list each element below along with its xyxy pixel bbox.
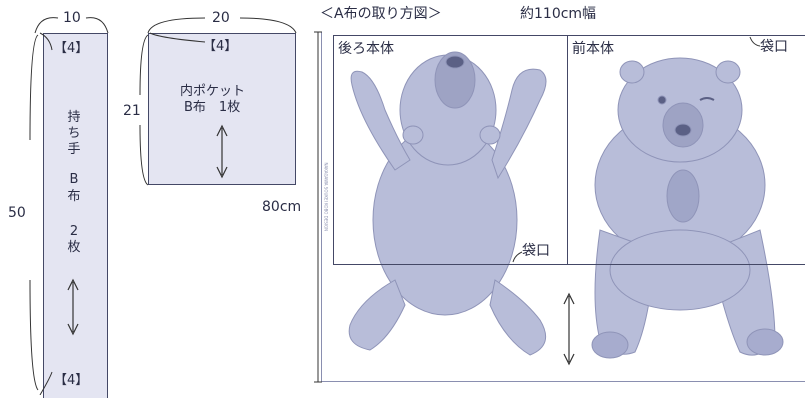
- strap-grainline-arrow: [67, 278, 79, 336]
- pocket-title: 内ポケット: [180, 84, 246, 99]
- pocket-seam-top: 【4】: [203, 39, 238, 54]
- strap-pattern-piece: [43, 33, 108, 398]
- pocket-grainline-arrow: [216, 124, 228, 179]
- strap-width-dimension: 10: [63, 10, 81, 26]
- strap-char: 枚: [67, 240, 81, 255]
- fabric-a-area: [321, 32, 805, 382]
- strap-char: B: [69, 172, 79, 187]
- pocket-width-bracket: [147, 17, 206, 34]
- front-opening-label: 袋口: [760, 39, 788, 55]
- front-body-panel: [567, 35, 805, 265]
- pocket-width-dimension: 20: [212, 10, 230, 26]
- front-bear-illustration: [591, 57, 784, 359]
- pocket-height-dimension: 21: [123, 103, 141, 119]
- strap-length-dimension: 50: [8, 205, 26, 221]
- back-opening-label: 袋口: [522, 243, 550, 259]
- strap-char: 布: [67, 189, 81, 204]
- strap-width-bracket: [34, 17, 59, 34]
- fabric-grainline-arrow: [563, 292, 575, 366]
- strap-char: ち: [67, 126, 81, 141]
- fabric-width-note: 約110cm幅: [520, 6, 597, 22]
- layout-title: ＜A布の取り方図＞: [320, 6, 442, 22]
- pocket-subtitle: B布 1枚: [184, 100, 241, 115]
- back-bear-illustration: [348, 51, 547, 356]
- front-body-label: 前本体: [572, 41, 614, 57]
- pocket-height-bracket: [139, 34, 149, 96]
- strap-char: 手: [67, 142, 81, 157]
- strap-char: 2: [69, 224, 79, 239]
- strap-seam-bottom: 【4】: [54, 373, 89, 388]
- fabric-length-dimension: 80cm: [262, 199, 302, 215]
- strap-length-bracket: [29, 34, 39, 141]
- strap-char: 持: [67, 110, 81, 125]
- strap-seam-top: 【4】: [54, 41, 89, 56]
- back-body-label: 後ろ本体: [338, 41, 394, 57]
